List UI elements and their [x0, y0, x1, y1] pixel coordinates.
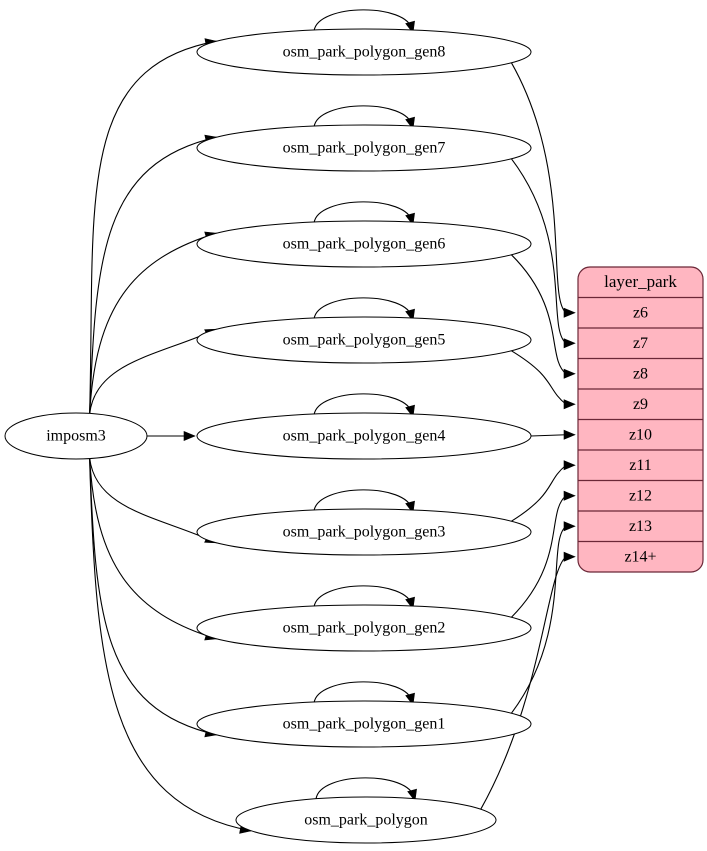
edge-node-to-layer-row [530, 434, 567, 437]
layer-park-row-z10[interactable]: z10 [629, 426, 652, 443]
node-osm-park-polygon-gen2-shape[interactable] [196, 604, 532, 652]
layer-park-row-z6[interactable]: z6 [633, 304, 648, 321]
node-osm-park-polygon-gen3-shape[interactable] [196, 508, 532, 556]
node-osm-park-polygon-gen6[interactable]: osm_park_polygon_gen6 [196, 220, 532, 268]
node-osm-park-polygon-gen5-shape[interactable] [196, 316, 532, 364]
node-osm-park-polygon-gen6-label: osm_park_polygon_gen6 [283, 236, 446, 253]
edge-arrowhead [563, 307, 576, 318]
edge-node-to-layer-row [511, 158, 567, 344]
edge-arrowhead [563, 551, 576, 562]
edge-source-to-node [89, 457, 217, 640]
layer-park-row-z11[interactable]: z11 [629, 457, 652, 474]
layer-park-row-z7[interactable]: z7 [633, 335, 648, 352]
layer-park-row-z12[interactable]: z12 [629, 487, 652, 504]
node-osm-park-polygon-gen8[interactable]: osm_park_polygon_gen8 [196, 28, 532, 76]
node-osm-park-polygon-gen5[interactable]: osm_park_polygon_gen5 [196, 316, 532, 364]
edge-node-to-layer-row [511, 350, 567, 405]
edge-self-loop [313, 105, 413, 128]
node-osm-park-polygon-gen3[interactable]: osm_park_polygon_gen3 [196, 508, 532, 556]
edge-node-to-layer-row [511, 254, 567, 375]
edge-arrowhead [563, 429, 576, 440]
self-loop-arrowhead [407, 788, 417, 802]
edge-self-loop [313, 297, 413, 320]
edge-source-to-node [89, 328, 217, 415]
layer-park-row-z8[interactable]: z8 [633, 365, 648, 382]
edge-source-to-node [89, 457, 252, 832]
edge-node-to-layer-row [511, 495, 567, 618]
node-imposm3[interactable]: imposm3 [4, 412, 148, 460]
edge-node-to-layer-row [510, 62, 567, 314]
edge-self-loop [313, 393, 413, 416]
node-osm-park-polygon[interactable]: osm_park_polygon [235, 796, 497, 844]
node-osm-park-polygon-gen2-label: osm_park_polygon_gen2 [283, 620, 446, 637]
node-osm-park-polygon-gen1-label: osm_park_polygon_gen1 [283, 716, 446, 733]
node-osm-park-polygon-gen1[interactable]: osm_park_polygon_gen1 [196, 700, 532, 748]
layer-park-table[interactable]: layer_park z6 z7 z8 z9 z10 z11 z12 z13 z14+ [577, 266, 704, 573]
layer-park-row-z13[interactable]: z13 [629, 518, 652, 535]
node-osm-park-polygon-shape[interactable] [235, 796, 497, 844]
layer-park-row-z9[interactable]: z9 [633, 396, 648, 413]
node-imposm3-shape[interactable] [4, 412, 148, 460]
edge-source-to-node [89, 232, 217, 415]
node-osm-park-polygon-gen4-shape[interactable] [196, 412, 532, 460]
edge-source-to-node [89, 457, 217, 544]
edge-self-loop [313, 201, 413, 224]
node-osm-park-polygon-gen7-shape[interactable] [196, 124, 532, 172]
edge-source-to-node [89, 40, 217, 415]
edge-self-loop [315, 777, 415, 800]
node-osm-park-polygon-label: osm_park_polygon [304, 812, 428, 829]
node-osm-park-polygon-gen3-label: osm_park_polygon_gen3 [283, 524, 446, 541]
edge-self-loop [313, 585, 413, 608]
node-osm-park-polygon-gen1-shape[interactable] [196, 700, 532, 748]
edge-arrowhead [563, 368, 576, 379]
edge-arrowhead [563, 338, 576, 349]
edge-node-to-layer-row [511, 464, 567, 522]
edge-arrowhead [563, 521, 576, 532]
node-osm-park-polygon-gen8-label: osm_park_polygon_gen8 [283, 44, 446, 61]
edge-arrowhead [563, 399, 576, 410]
edge-node-to-layer-row [480, 556, 567, 810]
node-osm-park-polygon-gen4-label: osm_park_polygon_gen4 [283, 428, 446, 445]
node-osm-park-polygon-gen7[interactable]: osm_park_polygon_gen7 [196, 124, 532, 172]
edge-arrowhead [563, 460, 576, 471]
nodes-layer: imposm3 osm_park_polygon_gen8 osm_park_pol… [4, 28, 532, 844]
node-osm-park-polygon-gen6-shape[interactable] [196, 220, 532, 268]
edge-self-loop [313, 489, 413, 512]
edge-arrowhead [563, 490, 576, 501]
edge-source-to-node [89, 457, 217, 736]
layer-park-row-z14+[interactable]: z14+ [624, 548, 656, 565]
layer-park-header-label: layer_park [604, 272, 677, 291]
edge-source-to-node [89, 136, 217, 415]
node-imposm3-label: imposm3 [46, 428, 106, 445]
node-osm-park-polygon-gen7-label: osm_park_polygon_gen7 [283, 140, 446, 157]
edge-self-loop [313, 9, 413, 32]
edge-arrowhead [183, 430, 196, 442]
edge-self-loop [313, 681, 413, 704]
node-osm-park-polygon-gen2[interactable]: osm_park_polygon_gen2 [196, 604, 532, 652]
node-osm-park-polygon-gen4[interactable]: osm_park_polygon_gen4 [196, 412, 532, 460]
node-osm-park-polygon-gen8-shape[interactable] [196, 28, 532, 76]
node-osm-park-polygon-gen5-label: osm_park_polygon_gen5 [283, 332, 446, 349]
